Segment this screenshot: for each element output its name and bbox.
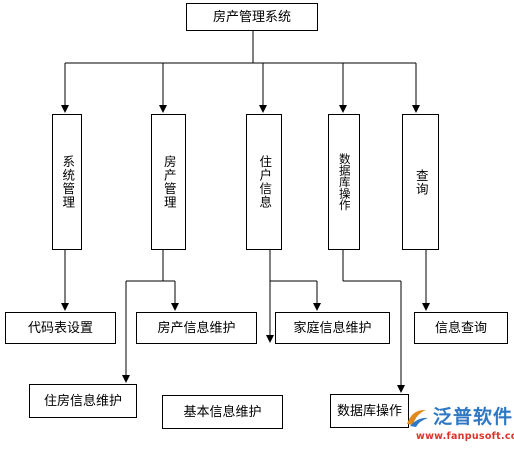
leaf-node: 信息查询 [414, 312, 508, 344]
leaf-node: 住房信息维护 [29, 384, 137, 418]
leaf-node: 基本信息维护 [162, 395, 283, 429]
leaf-node: 家庭信息维护 [275, 312, 390, 344]
leaf-node: 房产信息维护 [136, 312, 257, 344]
leaf-label: 代码表设置 [27, 320, 93, 336]
module-label: 数据库操作 [337, 153, 352, 211]
module-node: 数据库操作 [328, 114, 360, 250]
root-node: 房产管理系统 [186, 3, 318, 31]
leaf-node: 代码表设置 [5, 312, 116, 344]
module-node: 房产管理 [151, 114, 186, 250]
leaf-node: 数据库操作 [330, 394, 409, 428]
watermark-brand: 泛普软件 [433, 406, 514, 428]
leaf-label: 数据库操作 [336, 403, 402, 419]
leaf-label: 信息查询 [434, 320, 487, 336]
root-label: 房产管理系统 [212, 9, 291, 25]
leaf-label: 基本信息维护 [183, 404, 262, 420]
leaf-label: 家庭信息维护 [293, 320, 372, 336]
module-node: 查询 [402, 114, 439, 250]
leaf-label: 住房信息维护 [43, 393, 122, 409]
module-label: 住户信息 [257, 155, 273, 209]
module-label: 查询 [413, 168, 429, 196]
module-label: 房产管理 [161, 155, 177, 209]
module-node: 住户信息 [246, 114, 282, 250]
watermark-url: www.fanpusoft.com [416, 431, 514, 442]
fanpusoft-logo-icon [407, 409, 428, 427]
leaf-label: 房产信息维护 [157, 320, 236, 336]
module-node: 系统管理 [52, 114, 82, 250]
module-label: 系统管理 [60, 155, 76, 209]
